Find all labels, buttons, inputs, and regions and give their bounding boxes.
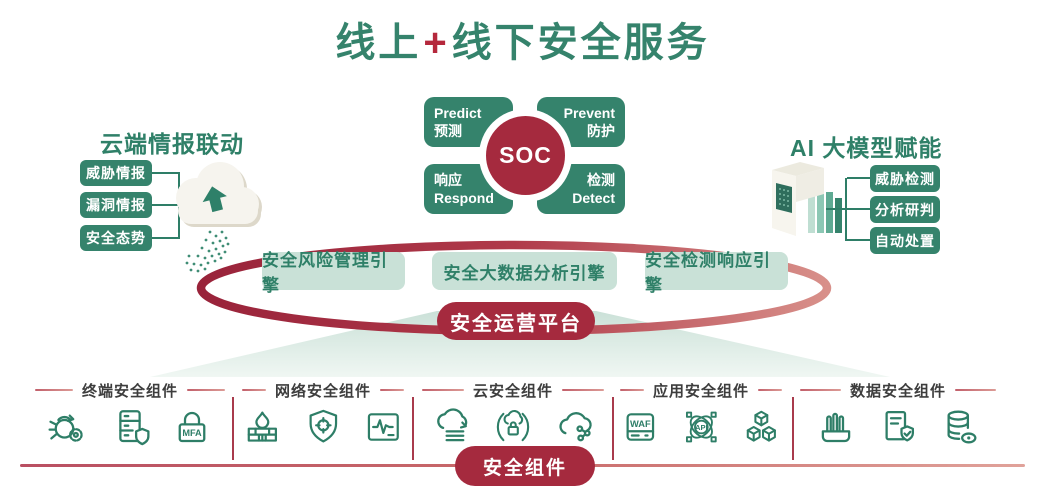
monitor-pulse-icon <box>368 413 400 441</box>
label-dash <box>187 389 226 391</box>
cubes-icon <box>747 410 777 442</box>
connector-line <box>845 178 847 241</box>
components-pill: 安全组件 <box>455 446 595 486</box>
usb-blocker-icon <box>821 412 851 443</box>
right-item-1: 分析研判 <box>870 196 940 223</box>
label-dash <box>620 389 644 391</box>
left-panel-title: 云端情报联动 <box>100 131 244 157</box>
quadrant-label: 防护 <box>587 123 615 140</box>
cloud-intel-icon <box>176 162 262 273</box>
right-panel-title: AI 大模型赋能 <box>790 135 943 161</box>
database-eye-icon <box>947 410 977 444</box>
left-item-1: 漏洞情报 <box>80 192 152 218</box>
svg-text:API: API <box>695 423 708 432</box>
ai-server-icon <box>772 162 842 236</box>
right-item-0: 威胁检测 <box>870 165 940 192</box>
group-divider <box>612 397 614 460</box>
quadrant-label: 检测 <box>587 171 615 188</box>
api-icon: API <box>685 411 717 443</box>
firewall-icon <box>247 411 277 442</box>
bug-scan-icon <box>48 414 83 442</box>
connector-line <box>847 177 870 179</box>
server-shield-icon <box>119 410 150 446</box>
group-divider <box>412 397 414 460</box>
label-dash <box>758 389 783 391</box>
cloud-share-icon <box>559 412 592 442</box>
left-item-0: 威胁情报 <box>80 160 152 186</box>
connector-line <box>152 237 178 239</box>
title-part2: 线下安全服务 <box>451 21 710 65</box>
left-item-2: 安全态势 <box>80 225 152 251</box>
group-divider <box>792 397 794 460</box>
title-part1: 线上 <box>335 21 422 65</box>
label-dash <box>422 389 464 391</box>
quadrant-label: Respond <box>434 189 494 206</box>
label-dash <box>562 389 605 391</box>
soc-quadrant-prevent: Prevent 防护 <box>537 97 625 147</box>
component-group-label: 数据安全组件 <box>850 382 947 400</box>
quadrant-label: Prevent <box>563 105 615 121</box>
quadrant-label: 响应 <box>434 171 462 188</box>
cloud-sync-icon <box>437 408 468 442</box>
component-group-label: 网络安全组件 <box>275 382 372 400</box>
component-group-cloud: 云安全组件 <box>422 381 605 448</box>
component-group-terminal: 终端安全组件 MFA <box>35 381 226 448</box>
label-dash <box>242 389 266 391</box>
quadrant-label: 预测 <box>434 123 462 140</box>
engine-risk: 安全风险管理引擎 <box>262 251 405 295</box>
page-title: 线上+线下安全服务 <box>0 10 1045 68</box>
component-group-label: 云安全组件 <box>473 382 554 400</box>
engine-detect-respond: 安全检测响应引擎 <box>645 251 788 295</box>
connector-line <box>152 172 178 174</box>
soc-circle: SOC <box>479 109 572 202</box>
label-dash <box>800 389 841 391</box>
soc-label: SOC <box>486 116 565 195</box>
component-group-network: 网络安全组件 <box>242 381 405 448</box>
waf-icon: WAF <box>626 413 655 441</box>
connector-line <box>152 204 178 206</box>
component-group-application: 应用安全组件 WAF API <box>620 381 783 448</box>
title-plus: + <box>423 21 450 65</box>
doc-shield-icon <box>885 410 915 442</box>
quadrant-label: Predict <box>434 105 482 121</box>
svg-text:MFA: MFA <box>182 428 202 438</box>
shield-target-icon <box>309 409 337 443</box>
component-group-data: 数据安全组件 <box>800 381 997 448</box>
connector-line <box>826 208 845 210</box>
connector-line <box>847 208 870 210</box>
component-group-label: 终端安全组件 <box>82 382 179 400</box>
engine-bigdata: 安全大数据分析引擎 <box>432 252 617 290</box>
label-dash <box>955 389 997 391</box>
label-dash <box>380 389 405 391</box>
component-group-label: 应用安全组件 <box>653 382 750 400</box>
mfa-lock-icon: MFA <box>178 411 206 443</box>
group-divider <box>232 397 234 460</box>
connector-line <box>847 239 870 241</box>
platform-pill: 安全运营平台 <box>437 302 595 340</box>
right-item-2: 自动处置 <box>870 227 940 254</box>
cloud-lock-icon <box>496 409 530 442</box>
label-dash <box>35 389 73 391</box>
quadrant-label: Detect <box>572 189 615 206</box>
svg-text:WAF: WAF <box>630 419 651 429</box>
